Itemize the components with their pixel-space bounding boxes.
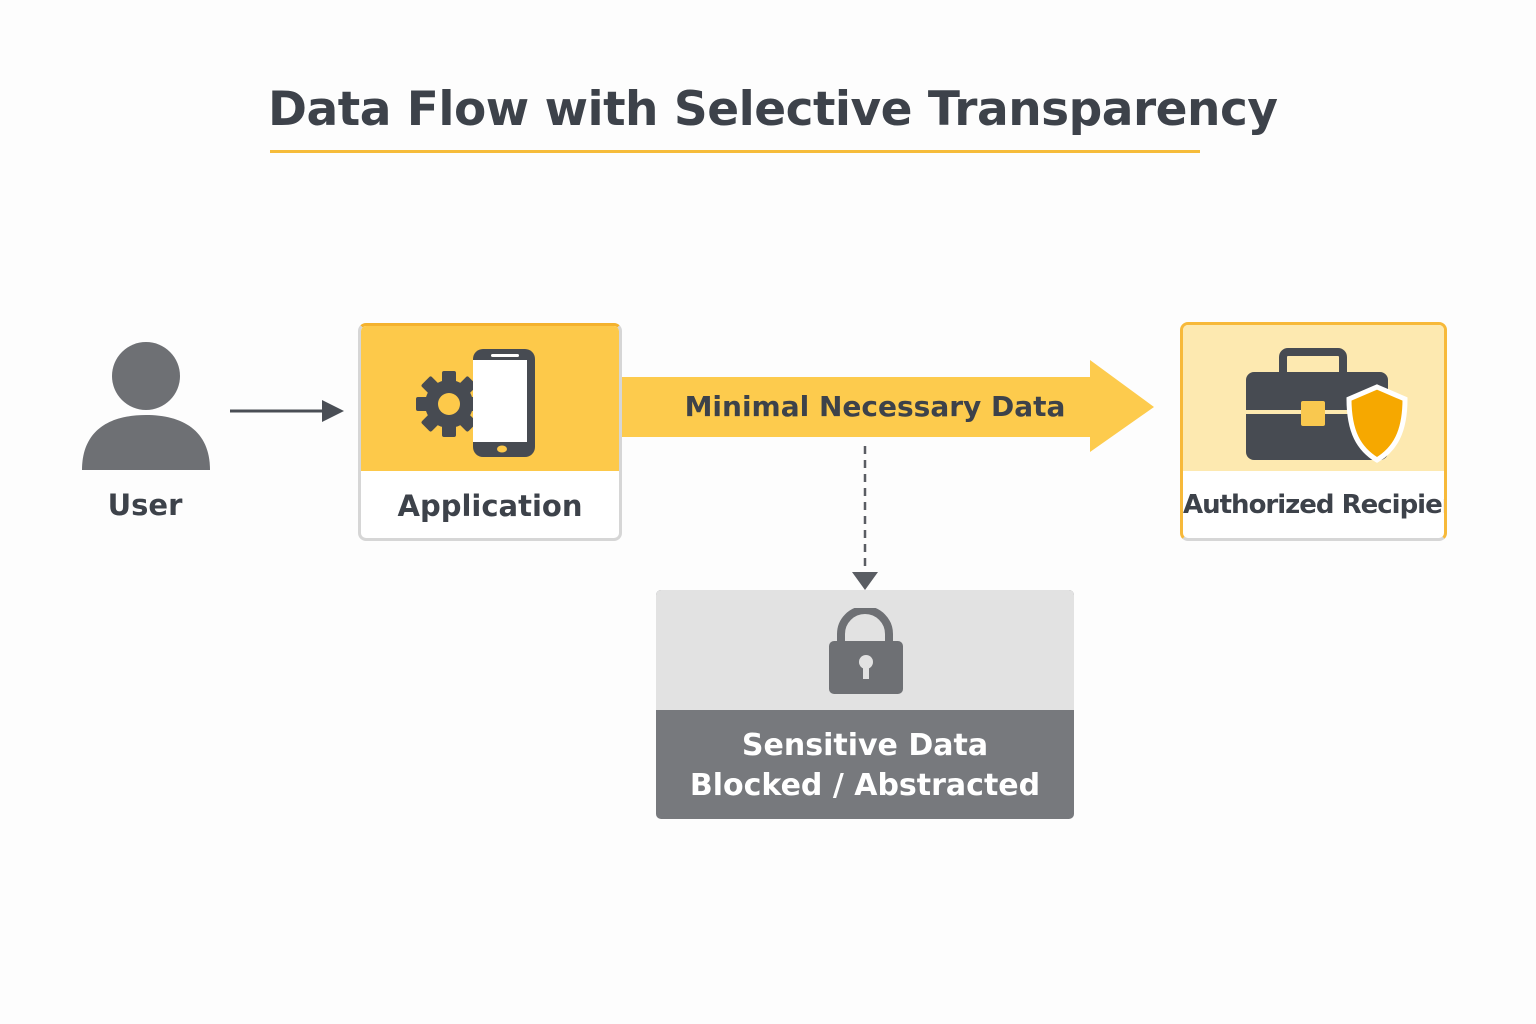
main-flow-label: Minimal Necessary Data [684, 390, 1066, 423]
blocked-flow-arrow [852, 446, 878, 590]
application-node: Application [358, 323, 622, 541]
lock-icon [829, 608, 903, 694]
diagram-title: Data Flow with Selective Transparency [268, 82, 1278, 137]
user-to-app-arrow [230, 400, 344, 422]
user-label: User [107, 488, 183, 522]
application-label: Application [397, 489, 583, 523]
blocked-label-line1: Sensitive Data [741, 728, 989, 763]
briefcase-shield-icon [1246, 348, 1408, 463]
blocked-node: Sensitive Data Blocked / Abstracted [656, 590, 1074, 819]
main-flow-arrow [622, 360, 1154, 452]
recipient-node: Authorized Recipient [1180, 322, 1447, 541]
blocked-label-line2: Blocked / Abstracted [689, 768, 1041, 803]
gear-phone-icon [416, 349, 535, 457]
title-underline [270, 150, 1200, 153]
recipient-label: Authorized Recipient [1183, 490, 1447, 520]
user-icon [82, 342, 210, 470]
